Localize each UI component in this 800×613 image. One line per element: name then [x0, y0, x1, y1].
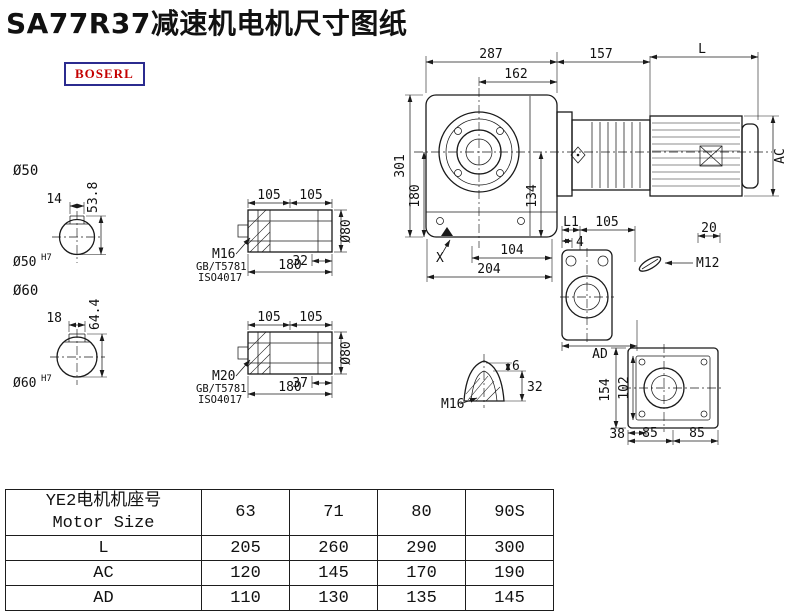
shaft50-bore-tol: H7 [41, 253, 52, 263]
motor-size-table: YE2电机机座号 Motor Size 63 71 80 90S L 205 2… [5, 489, 554, 611]
cell-AD-80: 135 [377, 585, 466, 611]
cell-AC-80: 170 [377, 560, 466, 586]
dim-53-8-label: 53.8 [86, 182, 101, 213]
tap-m12-label: M12 [696, 256, 719, 271]
dim-32b-label: 32 [527, 380, 543, 395]
row-label-L: L [5, 535, 202, 561]
dim-180a-label: 180 [278, 258, 301, 273]
hollow-shaft-detail-2: 105 105 M20 GB/T5781 ISO4017 37 180 Ø80 [196, 310, 354, 406]
dim-157-label: 157 [589, 47, 612, 62]
dim-32-label: 32 [292, 254, 308, 269]
dim-105a-label: 105 [257, 188, 280, 203]
dim-180-label: 180 [408, 184, 423, 207]
dim-204-label: 204 [477, 262, 501, 277]
cell-AC-90s: 190 [465, 560, 554, 586]
shaft60-bore-tol: H7 [41, 374, 52, 384]
dim-18-label: 18 [46, 311, 62, 326]
dim-154-label: 154 [598, 378, 613, 402]
back-view: 154 102 38 85 85 [598, 344, 722, 445]
std-iso-label-1: ISO4017 [198, 272, 242, 284]
dim-64-4-label: 64.4 [88, 299, 103, 330]
dim-20-label: 20 [701, 221, 717, 236]
cell-L-80: 290 [377, 535, 466, 561]
cell-AC-63: 120 [201, 560, 290, 586]
table-header-en: Motor Size [52, 513, 155, 533]
dim-105e-label: 105 [595, 215, 618, 230]
cell-L-90s: 300 [465, 535, 554, 561]
cell-AD-90s: 145 [465, 585, 554, 611]
page-title: SA77R37减速机电机尺寸图纸 [6, 7, 408, 40]
table-header-size-71: 71 [289, 489, 378, 536]
row-label-AD: AD [5, 585, 202, 611]
table-header-size-80: 80 [377, 489, 466, 536]
cell-AD-71: 130 [289, 585, 378, 611]
dim-104-label: 104 [500, 243, 524, 258]
shaft60-title: Ø60 [13, 283, 38, 299]
main-dimensions: 287 162 157 L 301 180 134 AC X 104 204 [393, 42, 788, 282]
shaft-section-60: Ø60 18 64.4 Ø60 H7 [13, 283, 107, 391]
dim-105b-label: 105 [299, 188, 322, 203]
bolt-m16-label: M16 [212, 247, 235, 262]
hollow-shaft-detail-1: 105 105 M16 GB/T5781 ISO4017 32 180 Ø80 [196, 188, 354, 284]
dim-134-label: 134 [525, 184, 540, 208]
main-view [414, 88, 772, 248]
cap-view: 6 32 M16 [441, 354, 543, 412]
shaft-section-50: Ø50 14 53.8 Ø50 H7 [13, 163, 106, 270]
output-side-view: L1 105 4 20 M12 AD [560, 215, 721, 362]
motor-view [556, 111, 759, 197]
brand-logo: BOSERL [64, 62, 145, 86]
dim-105c-label: 105 [257, 310, 280, 325]
dim-102-label: 102 [617, 376, 632, 399]
section-x-label: X [436, 251, 444, 266]
tap-m16-label: M16 [441, 397, 464, 412]
shaft50-title: Ø50 [13, 163, 38, 179]
std-gb-label-2: GB/T5781 [196, 383, 247, 395]
table-header-cn: YE2电机机座号 [45, 491, 162, 511]
shaft50-bore-label: Ø50 [13, 255, 36, 270]
std-iso-label-2: ISO4017 [198, 394, 242, 406]
dim-o80a-label: Ø80 [339, 219, 354, 242]
dim-105d-label: 105 [299, 310, 322, 325]
cell-L-63: 205 [201, 535, 290, 561]
bolt-m20-label: M20 [212, 369, 235, 384]
std-gb-label-1: GB/T5781 [196, 261, 247, 273]
table-header-motor-size: YE2电机机座号 Motor Size [5, 489, 202, 536]
dim-L1-label: L1 [563, 215, 579, 230]
cell-AC-71: 145 [289, 560, 378, 586]
row-label-AC: AC [5, 560, 202, 586]
table-header-size-63: 63 [201, 489, 290, 536]
dim-180b-label: 180 [278, 380, 301, 395]
cell-AD-63: 110 [201, 585, 290, 611]
table-header-size-90s: 90S [465, 489, 554, 536]
dim-38-label: 38 [609, 427, 625, 442]
technical-drawing: 287 162 157 L 301 180 134 AC X 104 204 Ø… [13, 42, 788, 445]
dim-L-label: L [698, 42, 706, 57]
cell-L-71: 260 [289, 535, 378, 561]
dim-287-label: 287 [479, 47, 502, 62]
dim-301-label: 301 [393, 154, 408, 177]
dim-37-label: 37 [292, 376, 308, 391]
dim-85b-label: 85 [689, 426, 705, 441]
dim-AD-label: AD [592, 347, 608, 362]
dim-162-label: 162 [504, 67, 527, 82]
dim-14-label: 14 [46, 192, 62, 207]
dim-o80b-label: Ø80 [339, 341, 354, 364]
dim-85a-label: 85 [642, 426, 658, 441]
dim-4-label: 4 [576, 235, 584, 250]
dim-6-label: 6 [512, 359, 520, 374]
dim-AC-label: AC [773, 148, 788, 164]
shaft60-bore-label: Ø60 [13, 376, 36, 391]
